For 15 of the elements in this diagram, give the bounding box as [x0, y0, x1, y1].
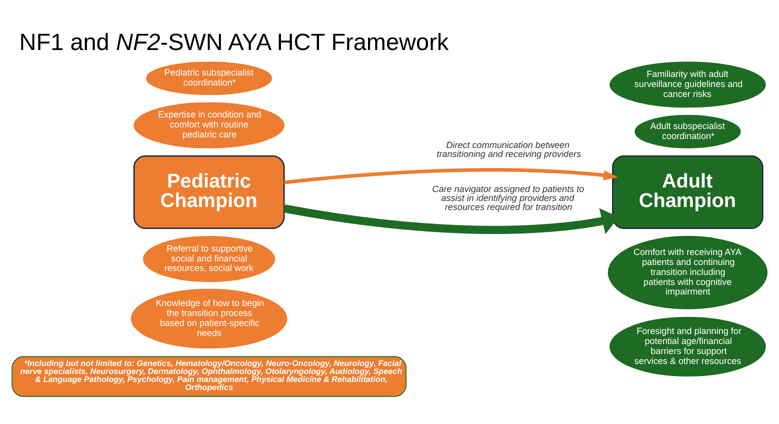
node-ellipse: Foresight and planning for potential age/financial barriers for support services & other resources [610, 316, 766, 376]
node-ellipse: Adult subspecialist coordination* [634, 114, 741, 148]
node-ellipse: Pediatric subspecialist coordination* [146, 61, 272, 95]
node-box: Pediatric Champion [133, 154, 285, 228]
edge-label: Care navigator assigned to patients to assist in identifying providers and resources required for transition [432, 184, 584, 212]
node-box: *Including but not limited to: Genetics, Hematology/Oncology, Neuro-Oncology, Neurology, Facial nerve specialists, Neurosurgery, Dermatology, Ophthalmology, Otolaryngology, Audiology, Speech & Language Pathology, Psychology, Pain management, Physical Medicine & Rehabilitation, Orthopedics [12, 356, 406, 396]
node-box: Adult Champion [612, 154, 764, 228]
arrow [284, 168, 618, 184]
node-ellipse: Comfort with receiving AYA patients and continuing transition including patients with cognitive impairment [608, 235, 768, 309]
node-ellipse: Expertise in condition and comfort with routine pediatric care [134, 102, 284, 148]
node-ellipse: Familiarity with adult surveillance guidelines and cancer risks [610, 61, 766, 108]
node-ellipse: Knowledge of how to begin the transition process based on patient-specific needs [130, 288, 288, 348]
node-ellipse: Referral to supportive social and financial resources, social work [142, 236, 276, 282]
diagram-title: NF1 and NF2-SWN AYA HCT Framework [19, 28, 449, 55]
edge-label: Direct communication between transitioning and receiving providers [436, 139, 582, 158]
